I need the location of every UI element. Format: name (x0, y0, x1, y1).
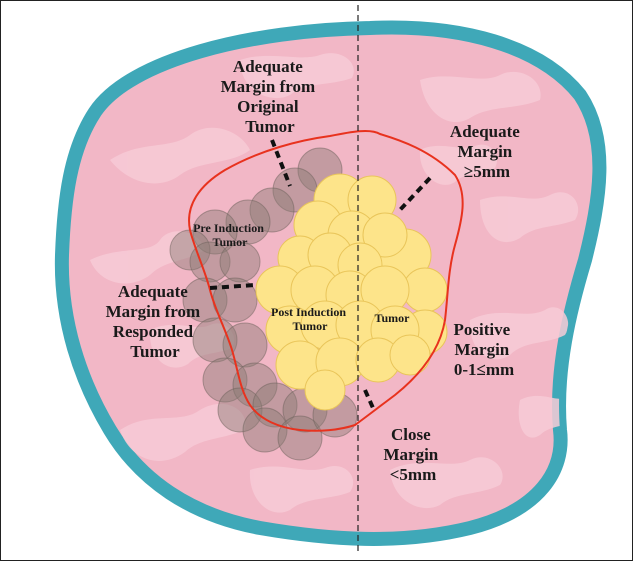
label-close-margin: Close Margin <5mm (383, 425, 442, 484)
label-tumor: Tumor (375, 311, 411, 325)
label-positive-margin: Positive Margin 0-1≤mm (454, 320, 515, 379)
